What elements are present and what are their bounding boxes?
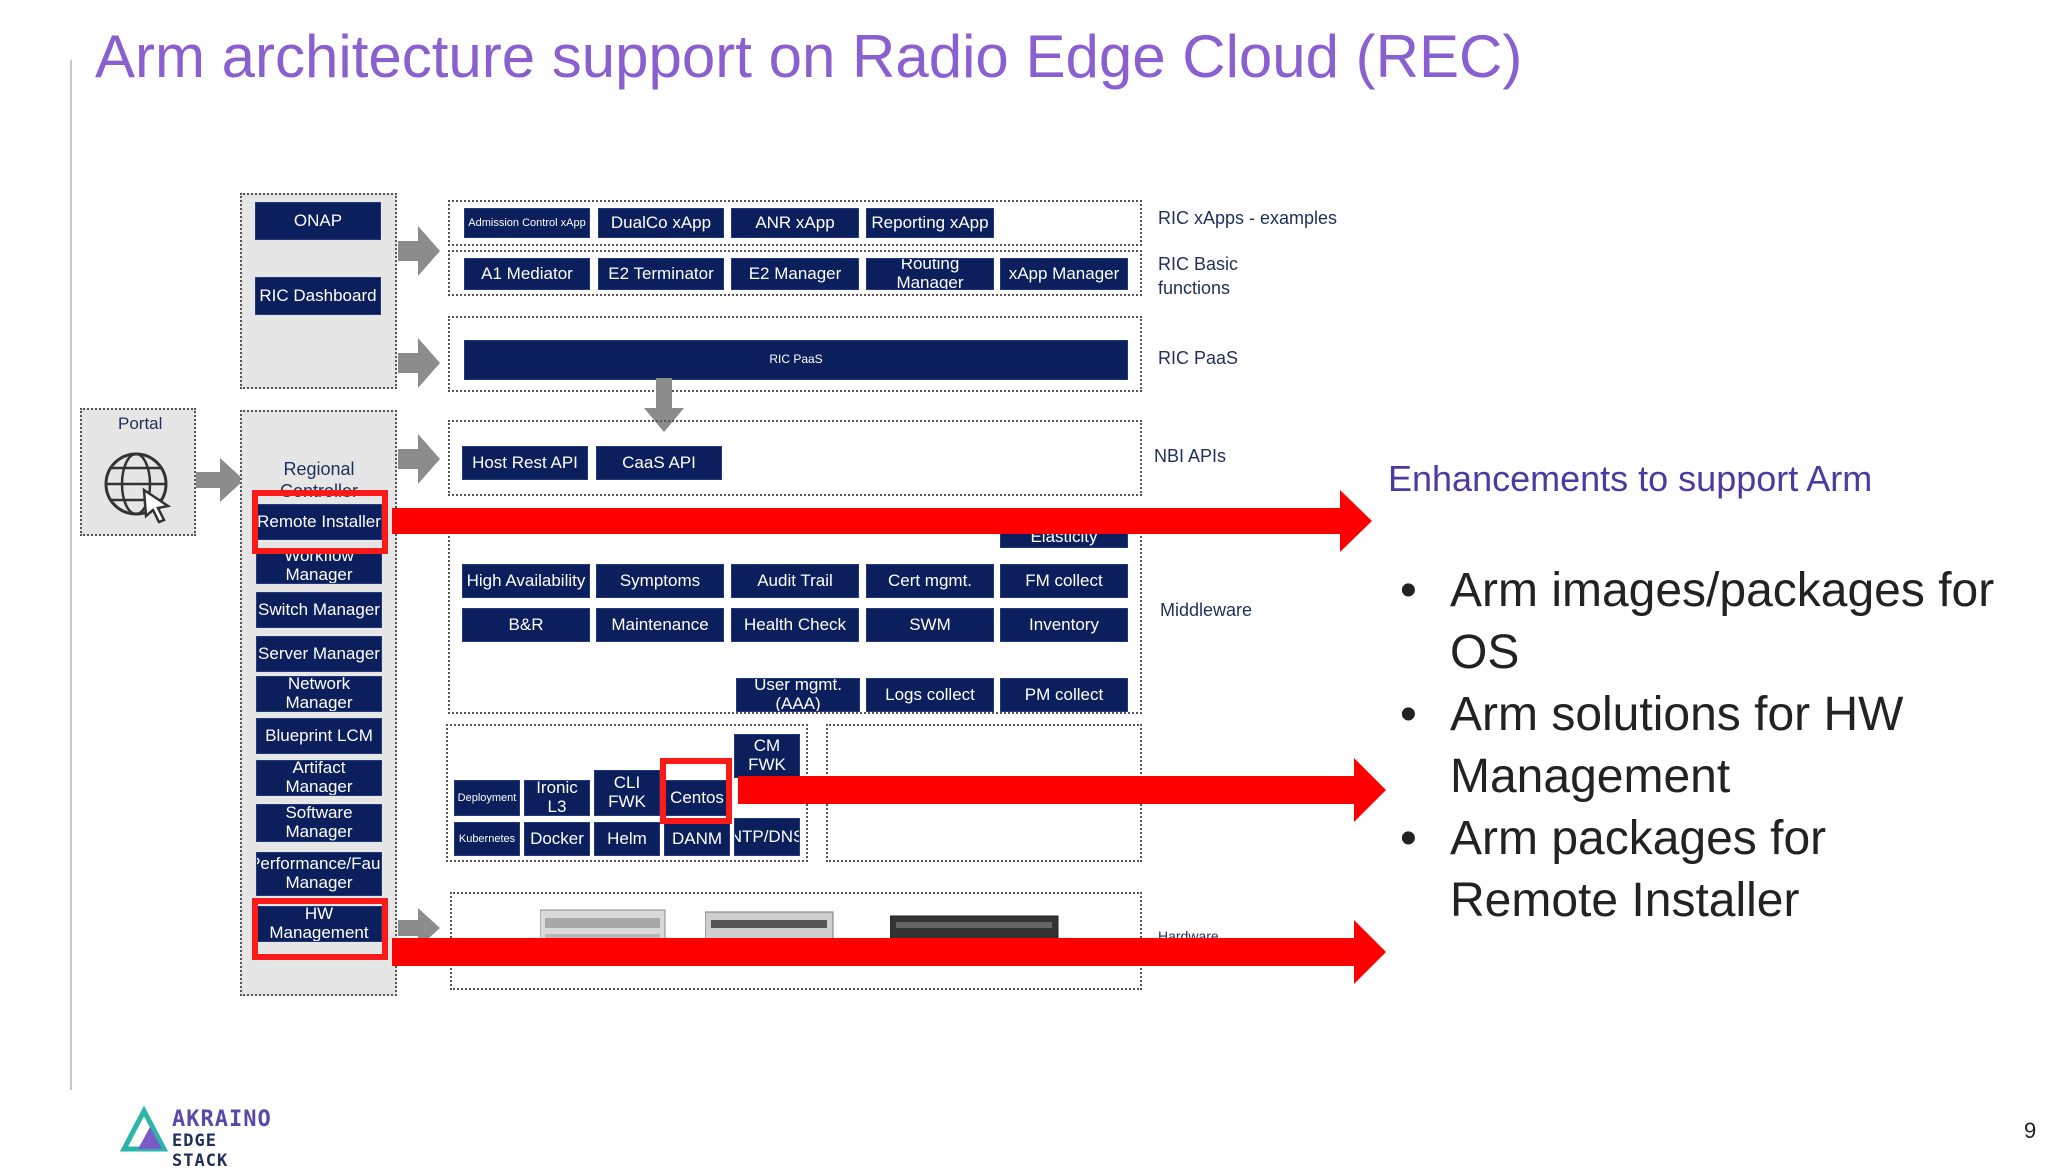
red-arrow-icon: [392, 490, 1372, 552]
pm-collect-box: PM collect: [1000, 678, 1128, 712]
xapps-panel: [448, 200, 1142, 246]
swm-box: SWM: [866, 608, 994, 642]
remote-installer-box: Remote Installer: [256, 504, 382, 540]
cm-fwk-box: CM FWK: [734, 734, 800, 778]
xapp-manager-box: xApp Manager: [1000, 258, 1128, 290]
arrow-right-icon: [398, 226, 440, 276]
centos-box: Centos: [664, 780, 730, 816]
ntp-dns-box: NTP/DNS: [734, 818, 800, 856]
backup-restore-box: B&R: [462, 608, 590, 642]
health-check-box: Health Check: [731, 608, 859, 642]
reporting-xapp-box: Reporting xApp: [866, 208, 994, 238]
host-rest-api-box: Host Rest API: [462, 446, 588, 480]
globe-cursor-icon: [104, 452, 172, 524]
arrow-right-icon: [398, 908, 440, 948]
paas-panel: [448, 316, 1142, 392]
logo-text-akraino: AKRAINO: [172, 1107, 272, 1132]
docker-box: Docker: [524, 822, 590, 856]
a1-mediator-box: A1 Mediator: [464, 258, 590, 290]
label-ric-basic-functions: RIC Basic functions: [1158, 254, 1239, 298]
onap-box: ONAP: [255, 202, 381, 240]
switch-manager-box: Switch Manager: [256, 592, 382, 628]
basic-functions-panel: [448, 250, 1142, 296]
centos-highlight: [660, 758, 732, 824]
inventory-box: Inventory: [1000, 608, 1128, 642]
arrow-right-icon: [398, 434, 440, 484]
high-availability-box: High Availability: [462, 564, 590, 598]
nbi-panel: [448, 420, 1142, 496]
label-ric-xapps: RIC xApps - examples: [1158, 208, 1338, 228]
slide-number: 9: [2024, 1118, 2037, 1143]
list-item: •Arm solutions for HW Management: [1400, 688, 1904, 803]
performance-fault-manager-box: Performance/Fault Manager: [256, 852, 382, 896]
kubernetes-box: Kubernetes: [454, 822, 520, 856]
logo-text-edge-stack: EDGE STACK: [172, 1131, 229, 1171]
hw-management-box: HW Management: [256, 906, 382, 942]
anr-xapp-box: ANR xApp: [731, 208, 859, 238]
danm-box: DANM: [664, 822, 730, 856]
software-manager-box: Software Manager: [256, 804, 382, 842]
list-item: •Arm packages for Remote Installer: [1400, 812, 1827, 927]
remote-installer-highlight: [252, 490, 388, 554]
dualco-xapp-box: DualCo xApp: [598, 208, 724, 238]
slide-title: Arm architecture support on Radio Edge C…: [95, 23, 1523, 90]
routing-manager-box: Routing Manager: [866, 258, 994, 290]
symptoms-box: Symptoms: [596, 564, 724, 598]
ironic-l3-box: Ironic L3: [524, 780, 590, 816]
label-hardware: Hardware: [1158, 928, 1219, 938]
list-item: •Arm images/packages for OS: [1400, 564, 1995, 679]
audit-trail-box: Audit Trail: [731, 564, 859, 598]
enhancements-list: •Arm images/packages for OS •Arm solutio…: [1400, 560, 2000, 932]
enhancements-heading: Enhancements to support Arm: [1388, 458, 1873, 499]
hw-management-highlight: [252, 898, 388, 960]
e2-manager-box: E2 Manager: [731, 258, 859, 290]
label-ric-paas: RIC PaaS: [1158, 348, 1239, 368]
red-arrow-icon: [392, 920, 1386, 984]
e2-terminator-box: E2 Terminator: [598, 258, 724, 290]
deployment-box: Deployment: [454, 780, 520, 816]
ric-paas-box: RIC PaaS: [464, 340, 1128, 380]
fm-collect-box: FM collect: [1000, 564, 1128, 598]
arrow-down-icon: [644, 378, 684, 432]
cli-fwk-box: CLI FWK: [594, 770, 660, 816]
left-divider-line: [70, 60, 72, 1090]
admission-control-xapp-box: Admission Control xApp: [464, 208, 590, 238]
network-manager-box: Network Manager: [256, 676, 382, 712]
rack-server-icon: [890, 915, 1059, 943]
caas-api-box: CaaS API: [596, 446, 722, 480]
portal-label: Portal: [118, 414, 163, 433]
arrow-right-icon: [398, 338, 440, 388]
rack-server-icon: [705, 911, 834, 943]
red-arrow-icon: [738, 758, 1386, 822]
user-mgmt-box: User mgmt. (AAA): [736, 678, 860, 712]
label-nbi-apis: NBI APIs: [1154, 446, 1227, 466]
label-middleware: Middleware: [1160, 600, 1253, 620]
artifact-manager-box: Artifact Manager: [256, 760, 382, 796]
logs-collect-box: Logs collect: [866, 678, 994, 712]
cert-mgmt-box: Cert mgmt.: [866, 564, 994, 598]
maintenance-box: Maintenance: [596, 608, 724, 642]
ric-dashboard-box: RIC Dashboard: [255, 277, 381, 315]
blueprint-lcm-box: Blueprint LCM: [256, 718, 382, 754]
server-manager-box: Server Manager: [256, 636, 382, 672]
helm-box: Helm: [594, 822, 660, 856]
akraino-logo-mark-icon: [120, 1105, 169, 1152]
arrow-right-icon: [196, 458, 244, 502]
